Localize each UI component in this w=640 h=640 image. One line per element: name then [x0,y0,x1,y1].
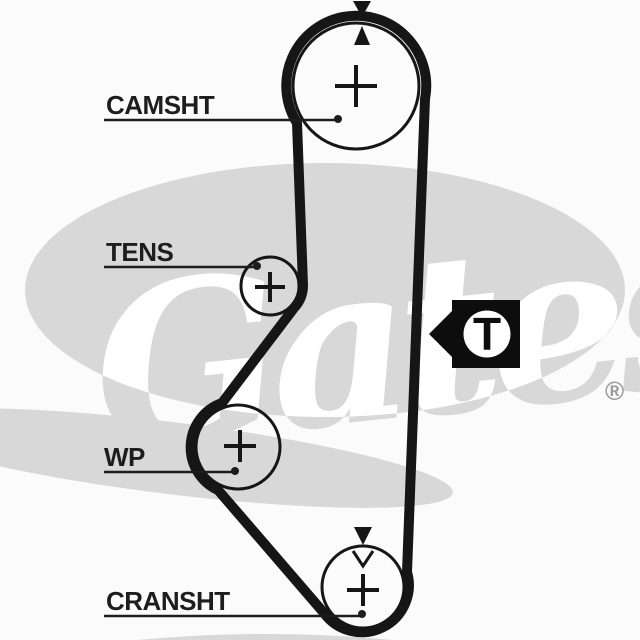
tensioner-center-cross [255,272,285,302]
crankshaft-callout: CRANSHT [104,586,366,618]
camshaft-center-cross [335,65,377,107]
crankshaft-center-cross [347,574,379,606]
camshaft-callout: CAMSHT [104,90,342,123]
flag-circle [463,310,511,358]
camshaft-label: CAMSHT [106,90,215,120]
crankshaft-timing-arrow-icon [354,527,372,545]
gates-watermark: Gates Gates ® [0,163,640,640]
camshaft-pulley [291,21,421,151]
water-pump-center-cross [224,430,256,462]
tensioner-label: TENS [106,237,174,267]
crankshaft-leader-dot [358,610,366,618]
timing-marker-letter: T [473,308,501,360]
camshaft-leader-dot [334,115,342,123]
water-pump-leader-dot [231,467,239,475]
water-pump-callout: WP [104,442,239,475]
water-pump-label: WP [104,442,145,472]
watermark-swoosh-bottom [138,634,392,640]
timing-marker-flag: T [429,300,520,368]
crankshaft-notch-mark-icon [351,550,375,569]
tensioner-callout: TENS [104,237,261,270]
camshaft-pulley-mark-icon [354,26,370,45]
tensioner-leader-dot [253,262,261,270]
watermark-swoosh-left [0,408,453,508]
flag-pointer-icon [429,311,452,357]
camshaft-timing-arrow-icon [353,1,371,17]
timing-belt [185,10,432,638]
registered-trademark-symbol: ® [605,376,624,406]
water-pump-pulley [194,403,282,491]
crankshaft-label: CRANSHT [106,586,230,616]
